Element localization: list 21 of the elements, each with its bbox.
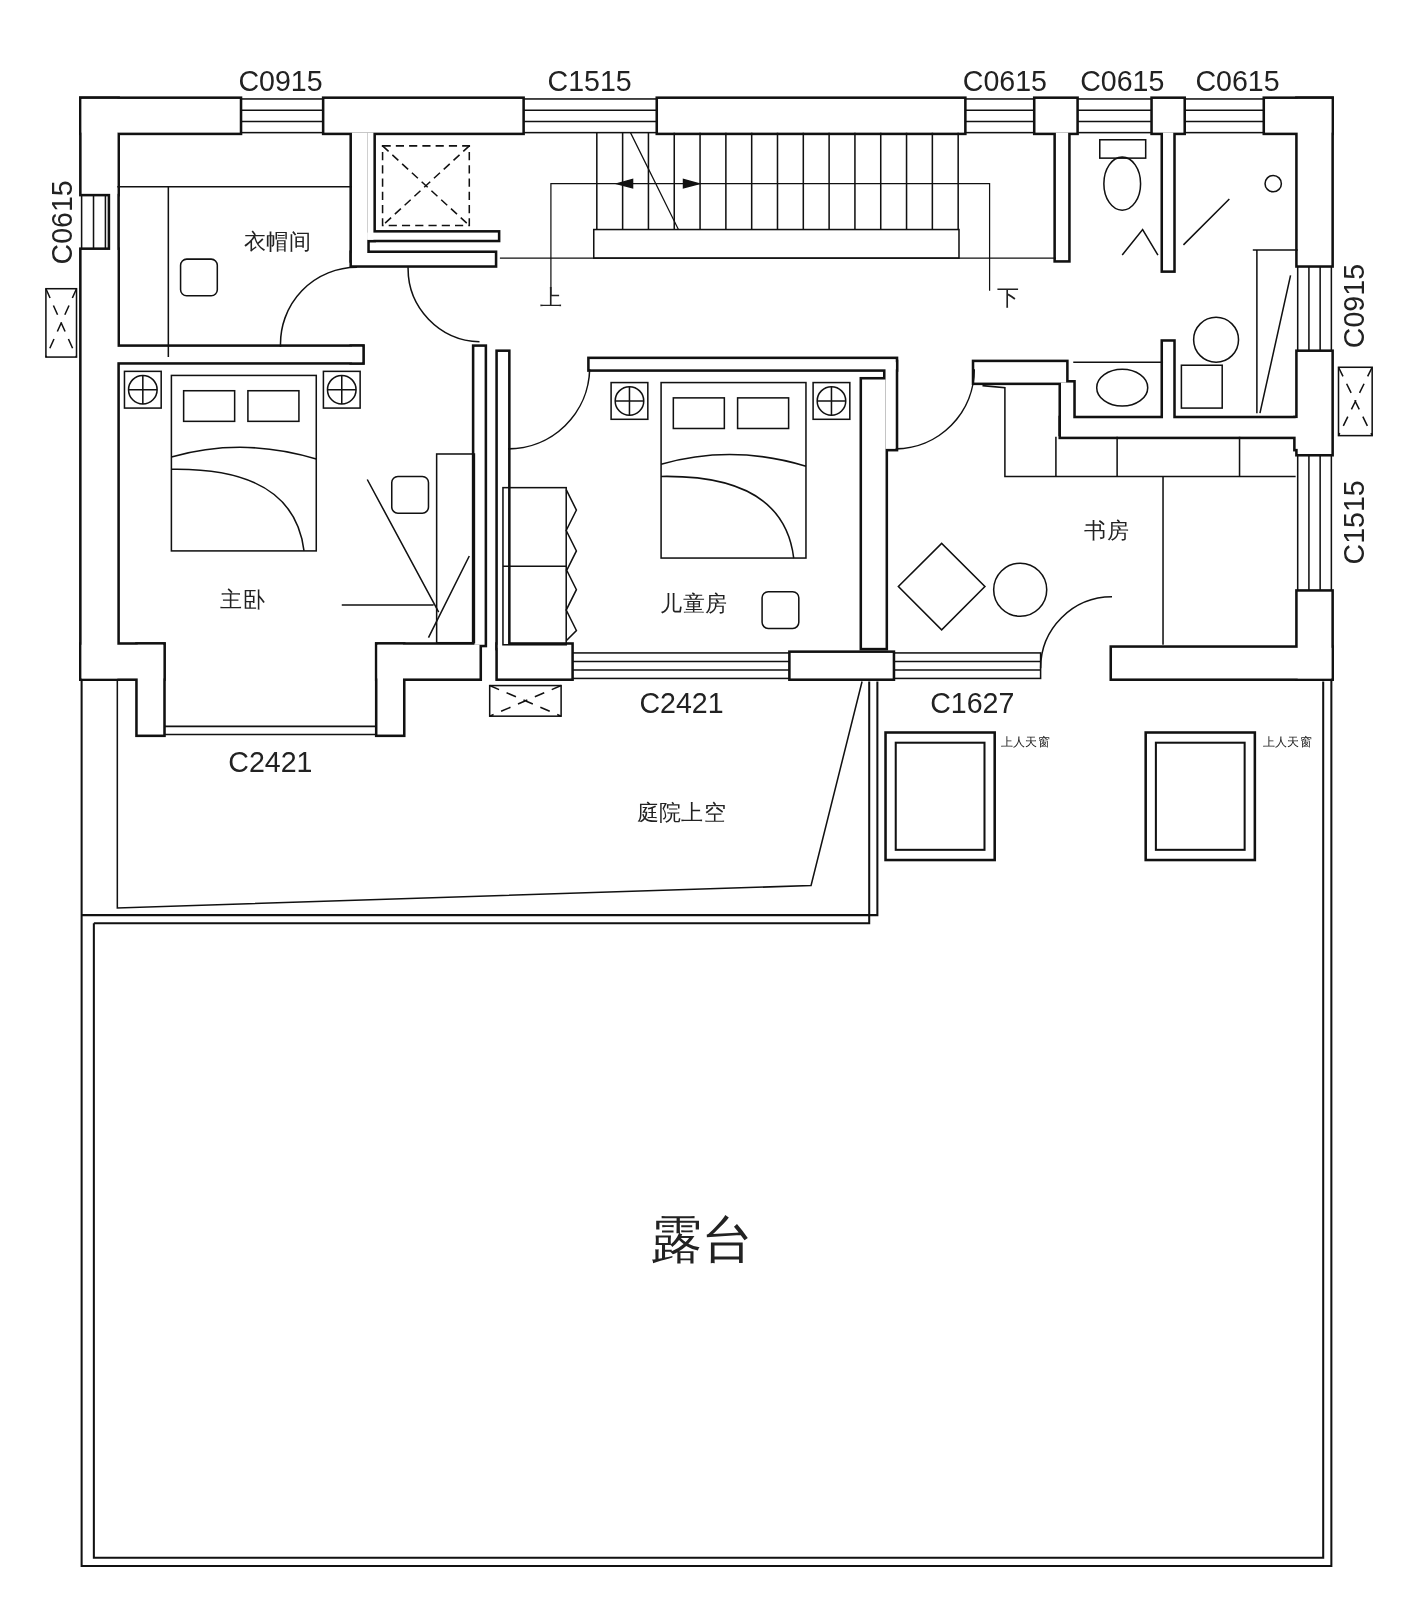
- skylight-note: 上人天窗: [1000, 735, 1050, 748]
- window-code: C1627: [930, 689, 1015, 719]
- stair-direction-mark: 上: [539, 286, 563, 310]
- window-code: C2421: [228, 748, 313, 778]
- stair-direction-mark: 下: [996, 286, 1020, 310]
- room-label: 书房: [1084, 519, 1130, 542]
- room-label: 露台: [650, 1214, 753, 1266]
- window-code: C0615: [1195, 67, 1280, 96]
- room-label: 儿童房: [660, 592, 728, 616]
- window-code: C1515: [1340, 480, 1370, 565]
- skylight-note: 上人天窗: [1263, 735, 1312, 748]
- window-code: C0615: [48, 180, 78, 265]
- window-code: C2421: [639, 689, 724, 719]
- window-code: C0615: [962, 67, 1047, 96]
- window-code: C0915: [238, 67, 323, 96]
- room-label: 主卧: [220, 588, 266, 612]
- window-code: C0915: [1340, 263, 1370, 349]
- room-label: 衣帽间: [243, 230, 312, 253]
- room-label: 庭院上空: [636, 801, 727, 825]
- window-code: C0615: [1080, 67, 1165, 96]
- window-code: C1515: [547, 67, 632, 96]
